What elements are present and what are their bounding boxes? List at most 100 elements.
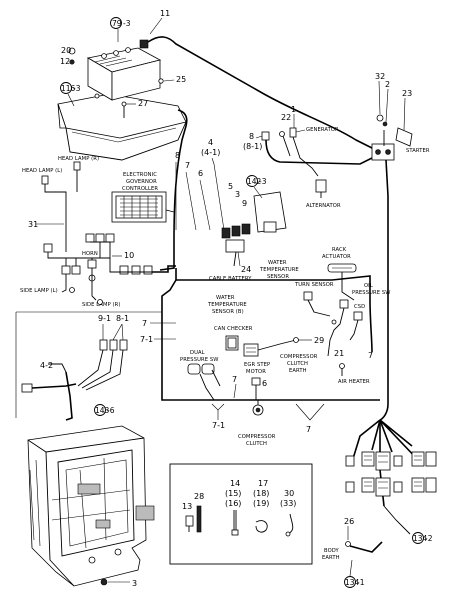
callout-7c: 7	[232, 375, 237, 384]
label-dual-1: DUAL	[190, 350, 205, 356]
callout-12: 12	[60, 57, 70, 66]
callout-4-2: 4-2	[40, 361, 53, 370]
callout-8-1b: 8-1	[116, 314, 129, 323]
label-wts-3: SENSOR	[267, 274, 289, 280]
label-comp-1: COMPRESSOR	[280, 354, 318, 360]
callout-18: (18)	[253, 489, 269, 498]
label-can-checker: CAN CHECKER	[214, 326, 253, 332]
label-comp-3: EARTH	[289, 368, 307, 374]
dual-pressure-sw: DUAL PRESSURE SW	[180, 350, 221, 401]
ecu: ELECTRONIC GOVERNOR CONTROLLER	[111, 172, 175, 223]
water-temperature-sensor-b: WATER TEMPERATURE SENSOR (B)	[207, 295, 247, 315]
label-starter: STARTER	[406, 148, 430, 154]
callout-23: 23	[402, 89, 412, 98]
callout-21: 21	[334, 349, 344, 358]
can-checker: CAN CHECKER	[214, 326, 253, 351]
label-cable-battery: CABLE BATTERY	[209, 276, 252, 282]
label-csd: CSD	[354, 304, 365, 310]
label-ecu-3: CONTROLLER	[122, 186, 158, 192]
starter-group: 32 2 23 STARTER	[371, 72, 430, 161]
label-rack-1: RACK	[332, 247, 347, 253]
label-air-heater: AIR HEATER	[338, 379, 370, 385]
callout-32: 32	[375, 72, 385, 81]
label-wtsb-3: SENSOR (B)	[212, 309, 244, 315]
egr-step-motor: EGR STEP MOTOR	[243, 339, 297, 375]
callout-28: 28	[194, 492, 204, 501]
callout-27: 27	[138, 99, 148, 108]
label-wtsb-2: TEMPERATURE	[207, 302, 247, 308]
callout-8-1: (8-1)	[243, 142, 262, 151]
label-generator: GENERATOR	[306, 127, 339, 133]
engine-harness	[175, 268, 373, 353]
parts-box: 14 (15) (16) 17 (18) (19) 30 (33) 28 13	[169, 463, 313, 565]
callout-29: 29	[314, 336, 324, 345]
battery-ground-cable	[159, 109, 188, 271]
ref-79-suffix: -3	[123, 19, 131, 28]
label-ecu-2: GOVERNOR	[126, 179, 157, 185]
ref-134-2: 134	[413, 534, 428, 543]
engine-bottom: 7-1 7 COMPRESSOR CLUTCH	[211, 400, 325, 447]
callout-9: 9	[242, 199, 247, 208]
ref-143: 143	[95, 406, 110, 415]
air-heater: 21 AIR HEATER 7	[334, 346, 373, 385]
callout-7-1b: 7-1	[212, 421, 225, 430]
callout-33: (33)	[280, 499, 296, 508]
label-ecu-1: ELECTRONIC	[123, 172, 157, 178]
callout-14: 14	[230, 479, 240, 488]
label-comp-2: CLUTCH	[287, 361, 308, 367]
rack-actuator: RACK ACTUATOR	[322, 247, 357, 301]
engine-callouts: 7 7-1 7 6	[140, 319, 267, 400]
callout-13: 13	[182, 502, 192, 511]
label-compc-2: CLUTCH	[246, 441, 267, 447]
callout-30: 30	[284, 489, 294, 498]
label-oil-1: OIL	[364, 283, 373, 289]
main-harness-callouts: 4 (4-1) 8 7 6 5 3 9	[175, 138, 247, 231]
right-harness	[265, 139, 373, 165]
callout-15: (15)	[225, 489, 241, 498]
label-body-2: EARTH	[322, 555, 340, 561]
label-wts-1: WATER	[268, 260, 287, 266]
callout-16: (16)	[225, 499, 241, 508]
ref-79: 79	[112, 19, 122, 28]
callout-8: 8	[249, 132, 254, 141]
callout-8-group: 8 (8-1)	[243, 131, 270, 151]
callout-2: 2	[385, 80, 390, 89]
callout-9-1: 9-1	[98, 314, 111, 323]
callout-19: (19)	[253, 499, 269, 508]
callout-5: 5	[228, 182, 233, 191]
ref-134-1-suffix: -1	[357, 578, 365, 587]
frame: 143 -6 3	[27, 404, 155, 588]
ref-143-suffix: -6	[107, 406, 115, 415]
right-harness-vertical	[379, 159, 389, 421]
battery-callouts: 79 -3 20 12 11 25 27 116 -3	[60, 9, 186, 108]
battery-assembly	[57, 39, 187, 161]
main-battery-cable	[147, 36, 381, 153]
label-side-lamp-r: SIDE LAMP (R)	[82, 302, 121, 308]
label-egr-2: MOTOR	[246, 369, 266, 375]
callout-26: 26	[344, 517, 354, 526]
label-egr-1: EGR STEP	[244, 362, 270, 368]
connector-bundle: 134 -2	[345, 419, 437, 544]
compressor-clutch-earth: 29 COMPRESSOR CLUTCH EARTH	[280, 336, 324, 374]
label-head-lamp-r: HEAD LAMP (R)	[58, 156, 99, 162]
ref-116-suffix: -3	[73, 84, 81, 93]
label-body-1: BODY	[324, 548, 340, 554]
ref-142-suffix: -3	[259, 177, 267, 186]
callout-7d: 7	[306, 425, 311, 434]
callout-10: 10	[124, 251, 134, 260]
callout-1: 1	[291, 105, 296, 114]
callout-6b: 6	[262, 379, 267, 388]
ref-116: 116	[61, 84, 76, 93]
callout-7-1: 7-1	[140, 335, 153, 344]
callout-11: 11	[160, 9, 170, 18]
callout-3b: 3	[132, 579, 137, 588]
label-wts-2: TEMPERATURE	[259, 267, 299, 273]
callout-6: 6	[198, 169, 203, 178]
callout-31: 31	[28, 220, 38, 229]
ref-134-1: 134	[345, 578, 360, 587]
left-detail: 9-1 8-1 4-2	[15, 311, 162, 421]
lamp-to-main-harness	[152, 265, 176, 273]
body-earth: 26 BODY EARTH 134 -1	[322, 517, 383, 588]
callout-7a: 7	[185, 161, 190, 170]
water-temperature-sensor: WATER TEMPERATURE SENSOR	[259, 260, 299, 280]
